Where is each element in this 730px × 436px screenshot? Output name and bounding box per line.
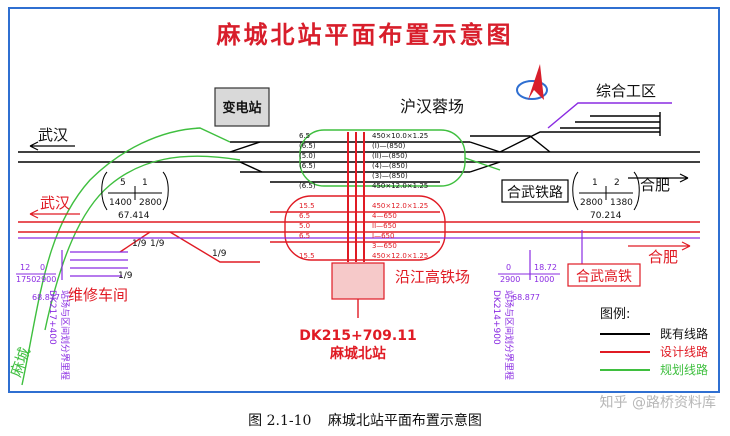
boundary-lines (18, 230, 700, 280)
hefei-red-arrow-icon (628, 241, 691, 251)
track-label: 4—650 (372, 212, 397, 220)
boundary-right-km: DK214+900 (491, 290, 501, 345)
track-label: II—650 (372, 222, 397, 230)
svg-text:12: 12 (20, 263, 30, 272)
station-building-box (331, 262, 385, 300)
svg-text:1: 1 (592, 178, 598, 188)
comprehensive-area-label: 综合工区 (596, 82, 656, 100)
legend-title: 图例: (600, 307, 630, 322)
svg-text:2800: 2800 (139, 198, 162, 208)
maintenance-shed-label: 维修车间 (68, 286, 128, 304)
station-name-label: 麻城北站 (329, 345, 386, 362)
track-separation-label: (6.5) (299, 142, 316, 150)
svg-text:5: 5 (120, 178, 126, 188)
svg-text:2900: 2900 (36, 275, 56, 284)
svg-text:0: 0 (506, 263, 511, 272)
svg-text:1380: 1380 (610, 198, 633, 208)
svg-text:2900: 2900 (500, 275, 520, 284)
svg-text:67.414: 67.414 (118, 211, 150, 221)
legend-item-label: 设计线路 (660, 344, 708, 359)
curve-table-right: 1 2 2800 1380 70.214 (572, 171, 640, 221)
central-crossover (347, 132, 365, 262)
hefei-top-label: 合肥 (640, 176, 670, 194)
substation-box (214, 87, 270, 127)
curve-table-left: 5 1 1400 2800 67.414 (101, 171, 169, 221)
svg-text:1400: 1400 (109, 198, 132, 208)
hefei-red-label: 合肥 (648, 248, 678, 266)
svg-text:0: 0 (40, 263, 45, 272)
station-km-label: DK215+709.11 (299, 328, 416, 344)
svg-text:68.877: 68.877 (512, 293, 540, 302)
hewu-highspeed-label: 合武高铁 (576, 268, 632, 285)
track-label: 450×10.0×1.25 (372, 132, 428, 140)
comprehensive-area-bracket (547, 102, 672, 129)
grade-table-mid: 0 2900 18.72 1000 68.877 (498, 263, 560, 302)
track-separation-label: 15.5 (299, 252, 315, 260)
wuhan-red-label: 武汉 (40, 194, 70, 212)
svg-text:1: 1 (142, 178, 148, 188)
wuhan-red-arrow-icon (29, 209, 80, 219)
track-separation-label: (6.5) (299, 182, 316, 190)
track-separation-label: (5.0) (299, 152, 316, 160)
hanrong-yard-label: 沪汉蓉场 (400, 97, 464, 116)
hewu-railway-box (501, 179, 569, 203)
track-label: 450×12.0×1.25 (372, 252, 428, 260)
wuhan-top-label: 武汉 (38, 126, 68, 144)
track-separation-label: 6.5 (299, 232, 310, 240)
hewu-highspeed-box (567, 263, 641, 287)
track-separation-label: (6.5) (299, 162, 316, 170)
track-label: 450×12.0×1.25 (372, 202, 428, 210)
track-separation-label: 5.0 (299, 222, 310, 230)
caption-number: 图 2.1-10 (248, 413, 312, 429)
top-track-labels: 6.5 450×10.0×1.25 (6.5) (I)—(850) (5.0) (II)—… (299, 132, 428, 190)
watermark: 知乎 @路桥资料库 (599, 395, 716, 411)
hefei-top-arrow-icon (628, 173, 689, 183)
track-label: (II)—(850) (372, 152, 408, 160)
track-separation-label: 6.5 (299, 212, 310, 220)
caption-text: 麻城北站平面布置示意图 (327, 413, 482, 429)
ratio-label: 1/9 (150, 239, 165, 249)
track-label: (3)—(850) (372, 172, 408, 180)
boundary-left-text: 站场与区间划分界里程 (59, 290, 71, 380)
svg-text:68.877: 68.877 (32, 293, 60, 302)
ratio-label: 1/9 (132, 239, 147, 249)
boundary-left-km: DK217+400 (47, 290, 57, 345)
hewu-railway-label: 合武铁路 (507, 185, 563, 201)
legend-item-label: 既有线路 (660, 326, 708, 341)
ratio-label: 1/9 (118, 271, 133, 281)
figure-caption: 图 2.1-10 麻城北站平面布置示意图 (0, 410, 730, 430)
track-separation-label: 15.5 (299, 202, 315, 210)
railway-compass-logo-icon (516, 64, 548, 100)
track-label: (4)—(850) (372, 162, 408, 170)
macheng-green-label: 麻城 (7, 345, 34, 379)
grade-table-left: 12 1750 0 2900 68.877 (16, 263, 60, 302)
svg-text:70.214: 70.214 (590, 211, 622, 221)
svg-text:18.72: 18.72 (534, 263, 557, 272)
legend-item-label: 规划线路 (660, 362, 708, 377)
ratio-label: 1/9 (212, 249, 227, 259)
planned-lines (21, 127, 501, 386)
track-label: I—650 (372, 232, 394, 240)
svg-text:2800: 2800 (580, 198, 603, 208)
track-label: 450×12.0×1.25 (372, 182, 428, 190)
track-label: 3—650 (372, 242, 397, 250)
substation-label: 变电站 (222, 100, 261, 116)
svg-text:1750: 1750 (16, 275, 36, 284)
track-label: (I)—(850) (372, 142, 406, 150)
existing-lines (18, 112, 700, 183)
boundary-right-text: 站场与区间划分界里程 (503, 290, 515, 380)
svg-text:2: 2 (614, 178, 620, 188)
diagram-frame (8, 7, 720, 393)
yanjiang-yard-label: 沿江高铁场 (395, 268, 470, 286)
track-separation-label: 6.5 (299, 132, 310, 140)
svg-text:1000: 1000 (534, 275, 554, 284)
wuhan-top-arrow-icon (29, 141, 75, 151)
diagram-title: 麻城北站平面布置示意图 (216, 21, 514, 49)
